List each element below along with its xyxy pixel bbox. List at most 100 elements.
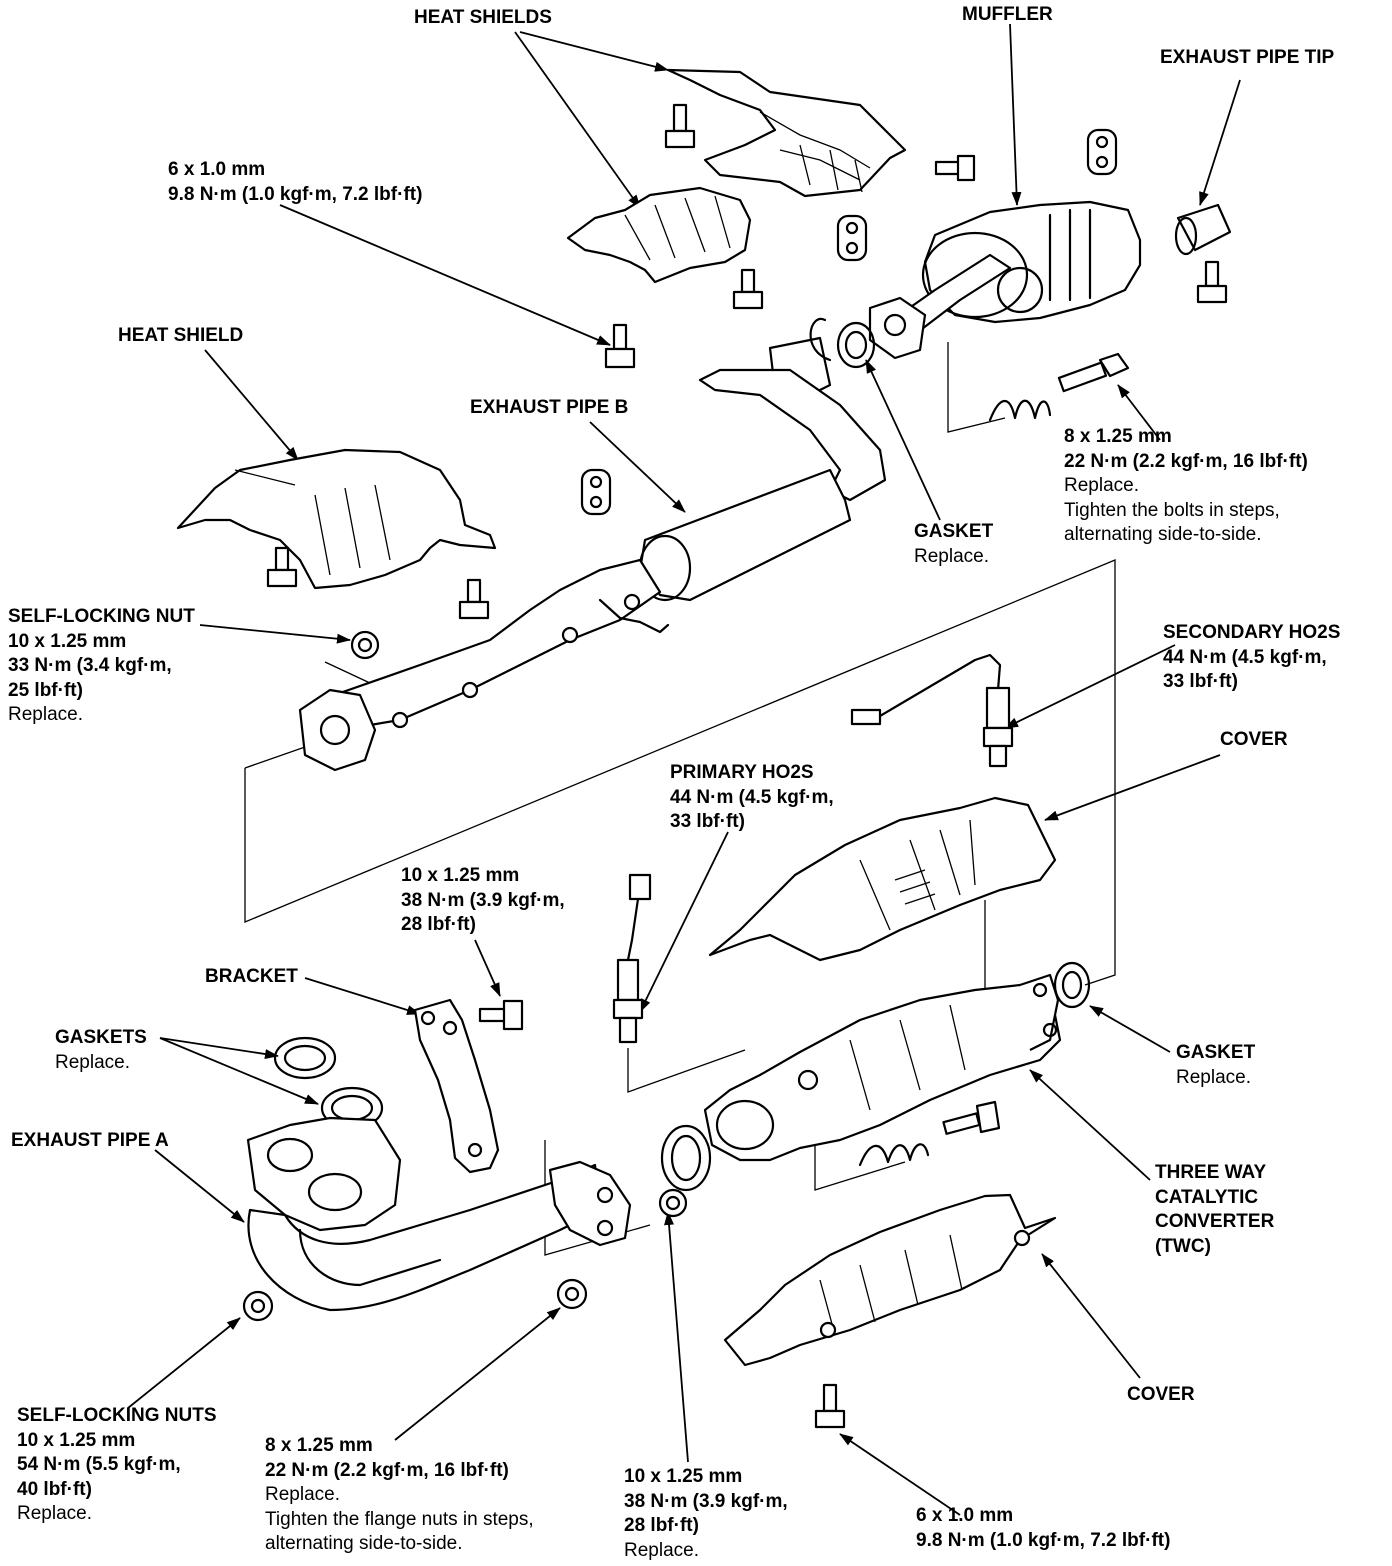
cover-lower-label: COVER — [1127, 1383, 1195, 1408]
exhaust-pipe-a — [246, 1116, 632, 1312]
self-locking-nut-upper-torque-1: 33 N·m (3.4 kgf·m, — [8, 655, 172, 676]
flange-nut-size: 8 x 1.25 mm — [265, 1435, 373, 1456]
twc-label: THREE WAY CATALYTIC CONVERTER (TWC) — [1155, 1161, 1274, 1259]
twc-upper-cover — [708, 796, 1057, 962]
exhaust-pipe-b-title: EXHAUST PIPE B — [470, 397, 629, 418]
muffler-bolt-note-alternate: alternating side-to-side. — [1064, 524, 1262, 545]
bolts-and-nuts — [242, 103, 1228, 1429]
heat-shield-label: HEAT SHIELD — [118, 324, 243, 349]
flange-nut-torque: 22 N·m (2.2 kgf·m, 16 lbf·ft) — [265, 1459, 509, 1481]
left-heat-shield — [176, 448, 497, 590]
heat-shield-bolt-torque: 9.8 N·m (1.0 kgf·m, 7.2 lbf·ft) — [168, 183, 423, 205]
leader-lines — [127, 23, 1241, 1516]
bracket-bolt-torque-2: 28 lbf·ft) — [401, 914, 476, 935]
gasket-right-label: GASKET Replace. — [1176, 1041, 1255, 1090]
twc-title-line-1: THREE WAY — [1155, 1162, 1267, 1183]
self-locking-nuts-lower-label: SELF-LOCKING NUTS 10 x 1.25 mm 54 N·m (5… — [17, 1404, 217, 1527]
self-locking-nuts-lower-torque-2: 40 lbf·ft) — [17, 1478, 92, 1500]
muffler-bolt-note-steps: Tighten the bolts in steps, — [1064, 499, 1280, 521]
exhaust-pipe-b — [298, 317, 887, 772]
primary-ho2s-sensor — [612, 873, 652, 1044]
primary-ho2s-label: PRIMARY HO2S 44 N·m (4.5 kgf·m, 33 lbf·f… — [670, 761, 834, 835]
gasket-right-title: GASKET — [1176, 1042, 1256, 1063]
secondary-ho2s-sensor — [850, 653, 1014, 768]
gasket-right-note: Replace. — [1176, 1066, 1251, 1088]
cover-upper-label: COVER — [1220, 728, 1288, 753]
heat-shields-label: HEAT SHIELDS — [414, 6, 552, 31]
lower-nut-torque-1: 38 N·m (3.9 kgf·m, — [624, 1490, 788, 1512]
flange-nut-note-replace: Replace. — [265, 1484, 340, 1505]
upper-heat-shield-front — [566, 186, 752, 284]
rubber-mounts — [580, 128, 1118, 516]
heat-shield-bolt-size: 6 x 1.0 mm — [168, 159, 266, 180]
secondary-ho2s-title: SECONDARY HO2S — [1163, 622, 1341, 643]
self-locking-nuts-lower-note: Replace. — [17, 1503, 92, 1524]
twc-title-line-2: CATALYTIC — [1155, 1186, 1259, 1208]
cover-bolt-torque: 9.8 N·m (1.0 kgf·m, 7.2 lbf·ft) — [916, 1529, 1171, 1551]
flange-nut-spec: 8 x 1.25 mm 22 N·m (2.2 kgf·m, 16 lbf·ft… — [265, 1434, 534, 1557]
muffler-bolt-spring — [988, 352, 1130, 422]
bracket-bolt-spec: 10 x 1.25 mm 38 N·m (3.9 kgf·m, 28 lbf·f… — [401, 864, 565, 938]
self-locking-nuts-lower-size: 10 x 1.25 mm — [17, 1429, 136, 1451]
cover-bolt-spec: 6 x 1.0 mm 9.8 N·m (1.0 kgf·m, 7.2 lbf·f… — [916, 1504, 1170, 1553]
secondary-ho2s-torque-1: 44 N·m (4.5 kgf·m, — [1163, 646, 1327, 668]
muffler-gasket — [836, 321, 876, 369]
muffler-title: MUFFLER — [962, 4, 1053, 25]
bracket-bolt-torque-1: 38 N·m (3.9 kgf·m, — [401, 889, 565, 911]
twc-front-gasket — [660, 1124, 712, 1192]
gaskets-note: Replace. — [55, 1051, 130, 1073]
exhaust-pipe-a-gaskets — [273, 1036, 384, 1130]
exhaust-pipe-tip-label: EXHAUST PIPE TIP — [1160, 46, 1334, 71]
self-locking-nut-upper-note: Replace. — [8, 704, 83, 725]
heat-shields-title: HEAT SHIELDS — [414, 7, 552, 28]
cover-lower-title: COVER — [1127, 1384, 1195, 1405]
lower-nut-spec: 10 x 1.25 mm 38 N·m (3.9 kgf·m, 28 lbf·f… — [624, 1465, 788, 1563]
gasket-upper-note: Replace. — [914, 545, 989, 567]
gasket-upper-label: GASKET Replace. — [914, 520, 993, 569]
heat-shield-bolt-spec: 6 x 1.0 mm 9.8 N·m (1.0 kgf·m, 7.2 lbf·f… — [168, 158, 422, 207]
bracket-title: BRACKET — [205, 966, 298, 987]
muffler-bolt-size: 8 x 1.25 mm — [1064, 426, 1172, 447]
gaskets-label: GASKETS Replace. — [55, 1026, 147, 1075]
three-way-catalytic-converter — [703, 973, 1062, 1162]
self-locking-nut-upper-torque-2: 25 lbf·ft) — [8, 679, 83, 701]
twc-rear-gasket — [1053, 961, 1091, 1009]
twc-spring — [858, 1143, 930, 1167]
self-locking-nut-upper-size: 10 x 1.25 mm — [8, 630, 127, 652]
primary-ho2s-title: PRIMARY HO2S — [670, 762, 814, 783]
primary-ho2s-torque-1: 44 N·m (4.5 kgf·m, — [670, 786, 834, 808]
self-locking-nut-upper-title: SELF-LOCKING NUT — [8, 606, 195, 627]
secondary-ho2s-label: SECONDARY HO2S 44 N·m (4.5 kgf·m, 33 lbf… — [1163, 621, 1340, 695]
lower-nut-note: Replace. — [624, 1539, 699, 1561]
secondary-ho2s-torque-2: 33 lbf·ft) — [1163, 671, 1238, 692]
muffler-bolt-note-replace: Replace. — [1064, 475, 1139, 496]
heat-shield-title: HEAT SHIELD — [118, 325, 244, 346]
exhaust-pipe-tip — [1174, 203, 1232, 256]
flange-nut-note-steps: Tighten the flange nuts in steps, — [265, 1508, 534, 1530]
bracket-label: BRACKET — [205, 965, 298, 990]
exhaust-pipe-tip-title: EXHAUST PIPE TIP — [1160, 47, 1335, 68]
exhaust-bracket — [413, 998, 500, 1174]
exhaust-pipe-a-title: EXHAUST PIPE A — [11, 1130, 169, 1151]
bracket-bolt-size: 10 x 1.25 mm — [401, 865, 520, 886]
gasket-upper-title: GASKET — [914, 521, 994, 542]
cover-upper-title: COVER — [1220, 729, 1288, 750]
self-locking-nut-upper-label: SELF-LOCKING NUT 10 x 1.25 mm 33 N·m (3.… — [8, 605, 195, 728]
upper-heat-shield-rear — [666, 68, 907, 198]
self-locking-nuts-lower-torque-1: 54 N·m (5.5 kgf·m, — [17, 1454, 181, 1475]
muffler-label: MUFFLER — [962, 3, 1053, 28]
lower-nut-torque-2: 28 lbf·ft) — [624, 1515, 699, 1536]
muffler-bolt-torque: 22 N·m (2.2 kgf·m, 16 lbf·ft) — [1064, 450, 1308, 472]
flange-nut-note-alternate: alternating side-to-side. — [265, 1533, 463, 1554]
twc-title-line-4: (TWC) — [1155, 1235, 1211, 1257]
cover-bolt-size: 6 x 1.0 mm — [916, 1505, 1014, 1526]
muffler — [868, 200, 1142, 360]
primary-ho2s-torque-2: 33 lbf·ft) — [670, 811, 745, 832]
self-locking-nuts-lower-title: SELF-LOCKING NUTS — [17, 1405, 217, 1426]
muffler-bolt-spec: 8 x 1.25 mm 22 N·m (2.2 kgf·m, 16 lbf·ft… — [1064, 425, 1308, 548]
twc-lower-cover — [723, 1193, 1057, 1367]
exhaust-pipe-a-label: EXHAUST PIPE A — [11, 1129, 169, 1154]
gaskets-title: GASKETS — [55, 1027, 147, 1048]
